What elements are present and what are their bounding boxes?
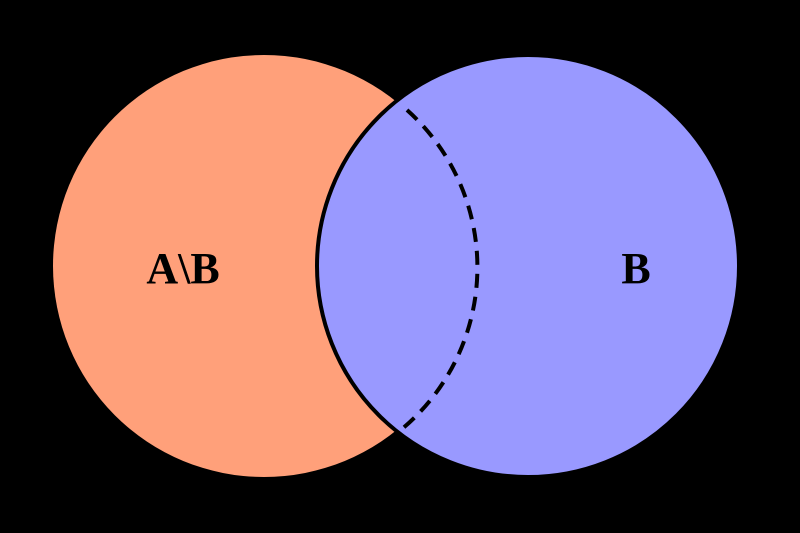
set-a-hidden-boundary-arc [400, 108, 480, 431]
set-a-minus-b-label: A\B [146, 244, 219, 293]
set-b-label: B [621, 244, 650, 293]
set-b-circle [315, 53, 741, 479]
